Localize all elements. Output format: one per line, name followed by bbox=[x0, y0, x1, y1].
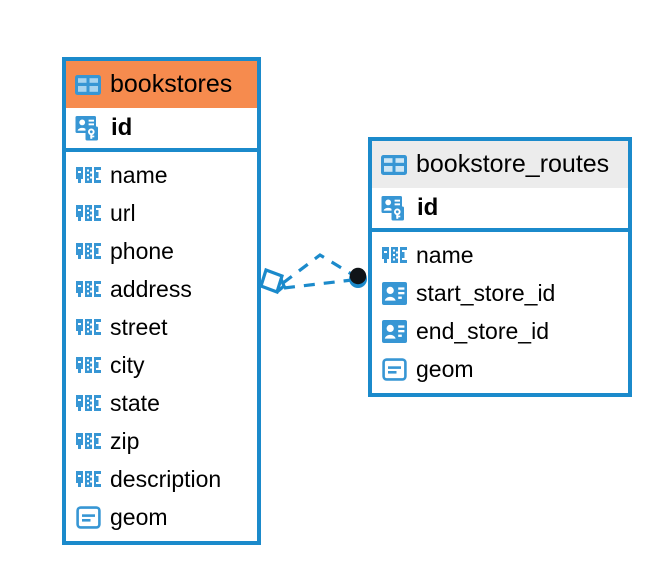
abc-text-icon bbox=[76, 471, 101, 487]
table-grid-icon bbox=[75, 74, 101, 95]
primary-key-icon bbox=[381, 195, 408, 222]
field-label: geom bbox=[416, 355, 474, 382]
field-row-url[interactable]: url bbox=[66, 194, 257, 232]
entity-name-label: bookstores bbox=[110, 70, 233, 98]
field-row-address[interactable]: address bbox=[66, 270, 257, 308]
field-label: end_store_id bbox=[416, 317, 549, 344]
field-label: name bbox=[110, 161, 168, 188]
entity-bookstore-routes[interactable]: bookstore_routes id bbox=[368, 137, 632, 397]
field-label: state bbox=[110, 389, 160, 416]
field-label: description bbox=[110, 465, 222, 492]
filled-circle-marker bbox=[349, 267, 367, 288]
field-label: street bbox=[110, 313, 168, 340]
field-label: address bbox=[110, 275, 192, 302]
field-label: start_store_id bbox=[416, 279, 556, 306]
field-row-zip[interactable]: zip bbox=[66, 422, 257, 460]
field-label: zip bbox=[110, 427, 140, 454]
field-row-name[interactable]: name bbox=[66, 156, 257, 194]
field-label: url bbox=[110, 199, 136, 226]
field-label: city bbox=[110, 351, 145, 378]
field-label: geom bbox=[110, 503, 168, 530]
relationship-line-lower bbox=[283, 278, 353, 290]
field-label: phone bbox=[110, 237, 174, 264]
abc-text-icon bbox=[382, 247, 407, 263]
foreign-key-icon bbox=[382, 281, 407, 305]
entity-bookstores[interactable]: bookstores id bbox=[62, 57, 261, 545]
field-row-phone[interactable]: phone bbox=[66, 232, 257, 270]
abc-text-icon bbox=[76, 357, 101, 373]
field-label: name bbox=[416, 241, 474, 268]
abc-text-icon bbox=[76, 205, 101, 221]
field-row-end-store-id[interactable]: end_store_id bbox=[372, 312, 628, 350]
diamond-crowsfoot-marker bbox=[259, 267, 286, 295]
field-row-street[interactable]: street bbox=[66, 308, 257, 346]
entity-name-label: bookstore_routes bbox=[416, 150, 610, 178]
field-row-description[interactable]: description bbox=[66, 460, 257, 498]
geometry-icon bbox=[382, 357, 407, 381]
entity-header-bookstores[interactable]: bookstores bbox=[66, 61, 257, 108]
field-row-state[interactable]: state bbox=[66, 384, 257, 422]
field-row-start-store-id[interactable]: start_store_id bbox=[372, 274, 628, 312]
field-row-geom[interactable]: geom bbox=[66, 498, 257, 536]
abc-text-icon bbox=[76, 319, 101, 335]
field-row-geom[interactable]: geom bbox=[372, 350, 628, 388]
foreign-key-icon bbox=[382, 319, 407, 343]
field-list-bookstore-routes: name start_store_id bbox=[372, 232, 628, 393]
field-row-primary-key[interactable]: id bbox=[372, 188, 628, 232]
field-list-bookstores: name url phone bbox=[66, 152, 257, 541]
relationship-line-upper bbox=[282, 253, 354, 285]
abc-text-icon bbox=[76, 167, 101, 183]
field-label-id: id bbox=[417, 194, 439, 221]
field-row-name[interactable]: name bbox=[372, 236, 628, 274]
primary-key-icon bbox=[75, 115, 102, 142]
abc-text-icon bbox=[76, 281, 101, 297]
table-grid-icon bbox=[381, 154, 407, 175]
geometry-icon bbox=[76, 505, 101, 529]
abc-text-icon bbox=[76, 243, 101, 259]
entity-header-bookstore-routes[interactable]: bookstore_routes bbox=[372, 141, 628, 188]
abc-text-icon bbox=[76, 433, 101, 449]
field-row-city[interactable]: city bbox=[66, 346, 257, 384]
field-label-id: id bbox=[111, 114, 133, 141]
field-row-primary-key[interactable]: id bbox=[66, 108, 257, 152]
abc-text-icon bbox=[76, 395, 101, 411]
